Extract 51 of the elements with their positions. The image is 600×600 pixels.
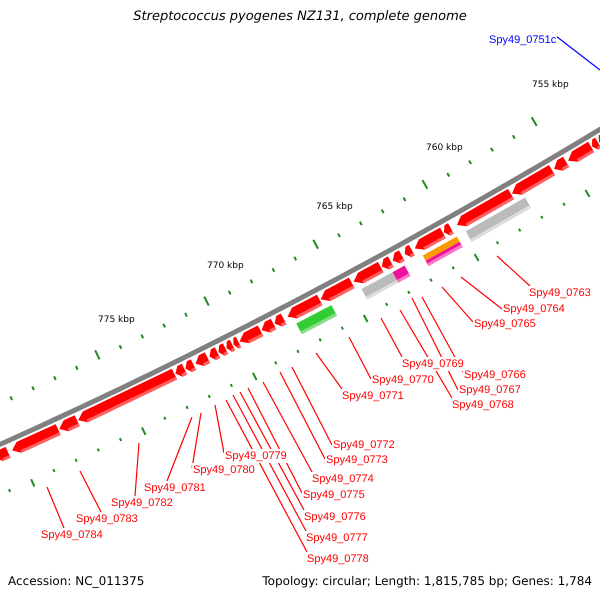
diagram-title: Streptococcus pyogenes NZ131, complete genome <box>132 10 468 24</box>
gene-label: Spy49_0773 <box>325 453 389 467</box>
gene-label: Spy49_0775 <box>302 488 366 502</box>
leader-line <box>262 382 313 472</box>
leader-line <box>380 318 403 358</box>
gene-label: Spy49_0776 <box>303 510 367 524</box>
gene-label: Spy49_0769 <box>401 357 465 371</box>
genome-summary-text: Topology: circular; Length: 1,815,785 bp; Genes: 1,784 <box>262 574 592 588</box>
scale-label: 765 kbp <box>316 201 353 214</box>
leader-line <box>79 470 102 512</box>
gene-label: Spy49_0768 <box>451 398 515 412</box>
leader-line <box>134 442 140 496</box>
gene-label: Spy49_0783 <box>75 512 139 526</box>
leader-line <box>239 392 305 510</box>
leader-line <box>191 412 202 468</box>
gene-label: Spy49_0781 <box>143 481 207 495</box>
leader-line <box>46 486 65 528</box>
leader-line <box>166 416 193 482</box>
scale-label: 770 kbp <box>207 260 244 273</box>
gene-label: Spy49_0763 <box>528 286 592 300</box>
leader-line <box>214 404 225 454</box>
gene-label: Spy49_0772 <box>332 438 396 452</box>
gene-label: Spy49_0765 <box>473 317 537 331</box>
leader-line <box>232 394 307 532</box>
gene-label: Spy49_0766 <box>463 368 527 382</box>
scale-label: 760 kbp <box>426 142 463 155</box>
gene-label: Spy49_0767 <box>458 383 522 397</box>
leader-line <box>291 366 333 446</box>
gene-label: Spy49_0774 <box>311 472 375 486</box>
gene-label: Spy49_0779 <box>224 449 288 463</box>
gene-label: Spy49_0778 <box>306 552 370 566</box>
accession-text: Accession: NC_011375 <box>8 574 144 588</box>
leader-line <box>442 286 474 322</box>
gene-label: Spy49_0777 <box>305 531 369 545</box>
leader-line <box>460 276 502 310</box>
gene-label: Spy49_0782 <box>110 496 174 510</box>
leader-line <box>225 400 308 552</box>
gene-label: Spy49_0751c <box>488 33 558 47</box>
leader-line <box>316 352 342 390</box>
leader-line <box>496 256 530 286</box>
leader-line <box>552 32 600 70</box>
gene-label: Spy49_0764 <box>502 302 566 316</box>
gene-label: Spy49_0780 <box>192 463 256 477</box>
leader-line <box>247 388 303 494</box>
gene-label: Spy49_0784 <box>40 528 104 542</box>
gene-label: Spy49_0771 <box>341 389 405 403</box>
leader-line <box>348 336 372 380</box>
leader-line <box>279 372 326 460</box>
scale-label: 775 kbp <box>98 314 135 327</box>
gene-label: Spy49_0770 <box>371 373 435 387</box>
scale-label: 755 kbp <box>532 79 569 92</box>
